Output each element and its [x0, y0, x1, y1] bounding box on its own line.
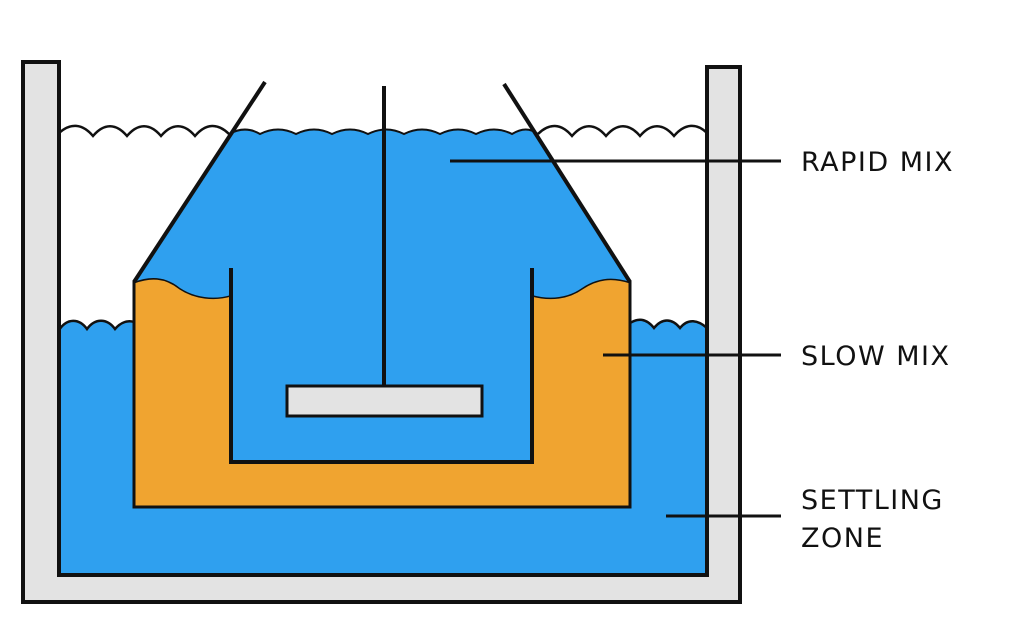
cone-wall-left: [132, 80, 267, 284]
upper-water-surface-left: [58, 124, 230, 138]
slow-mix-label: SLOW MIX: [801, 341, 951, 372]
tank-wall: [21, 60, 742, 604]
settling-zone-label-line1: SETTLING: [801, 485, 944, 516]
settling-zone-water: [59, 319, 707, 575]
settling-zone-surface: [57, 319, 135, 332]
settling-zone-surface-right: [629, 318, 708, 330]
inner-baffle: [229, 268, 534, 464]
mixer-paddle: [285, 384, 484, 418]
upper-water-surface-right: [537, 124, 708, 138]
cone-wall-right: [502, 82, 632, 284]
rapid-mix-label: RAPID MIX: [801, 147, 954, 178]
settling-zone-label-line2: ZONE: [801, 523, 884, 554]
